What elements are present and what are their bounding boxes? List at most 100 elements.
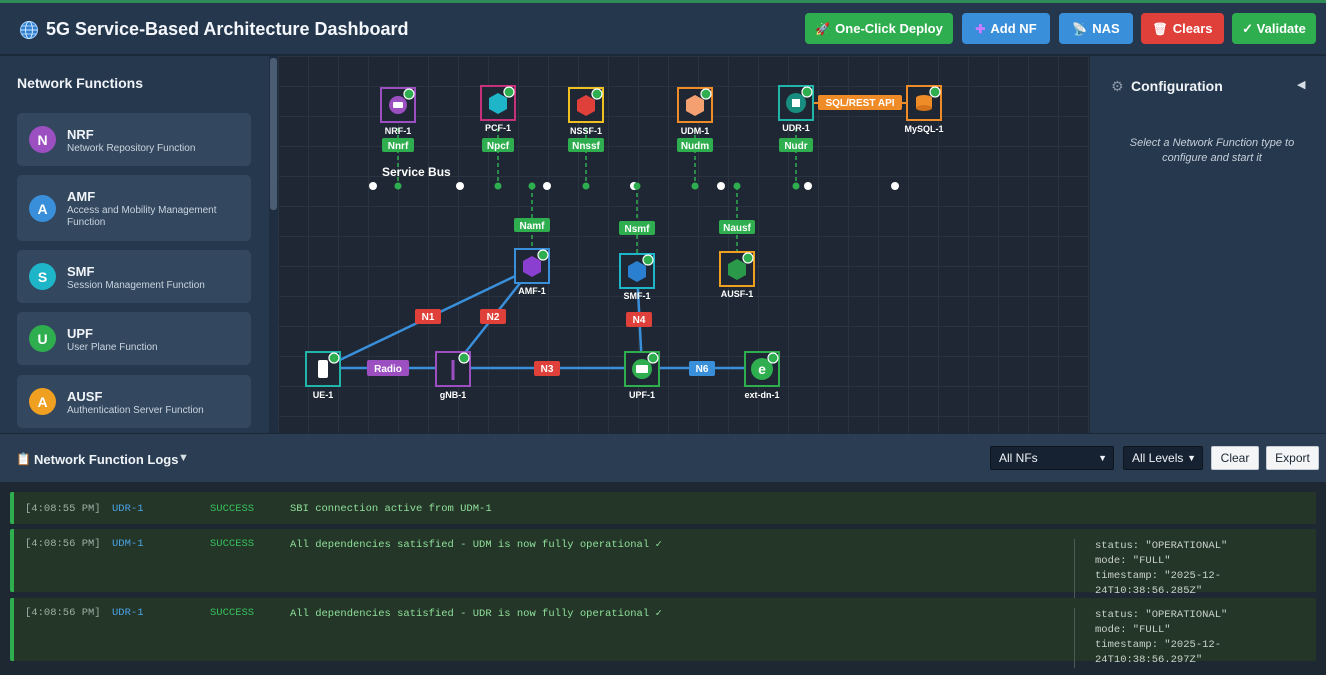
- n6-interface-tag: [689, 361, 715, 376]
- n4-interface-tag: [626, 312, 652, 327]
- sidebar-item-nrf[interactable]: N NRF Network Repository Function: [17, 113, 251, 166]
- log-nf: UDM-1: [112, 538, 144, 550]
- node-ue-1[interactable]: UE-1: [305, 351, 341, 400]
- smf-status-dot: [642, 254, 654, 266]
- log-meta-mode: mode: "FULL": [1095, 624, 1171, 636]
- nnssf-interface-tag: [568, 138, 604, 152]
- udr-node-label: UDR-1: [782, 123, 810, 133]
- trash-icon: 🗑: [1152, 21, 1168, 36]
- log-level: SUCCESS: [210, 503, 255, 515]
- node-gnb-1[interactable]: gNB-1: [435, 351, 471, 400]
- ausf-cube-icon: [728, 259, 746, 280]
- sidebar-item-ausf[interactable]: A AUSF Authentication Server Function: [17, 375, 251, 428]
- udm-status-dot: [700, 88, 712, 100]
- ausf-status-dot: [742, 252, 754, 264]
- log-entry: [4:08:55 PM] UDR-1 SUCCESS SBI connectio…: [10, 492, 1316, 524]
- nf-filter-select[interactable]: All NFs ▼: [990, 446, 1114, 470]
- one-click-deploy-button[interactable]: 🚀 One-Click Deploy: [805, 13, 953, 44]
- node-upf-1[interactable]: UPF-1: [624, 351, 660, 400]
- radio-interface-tag: [367, 360, 409, 376]
- level-filter-value: All Levels: [1132, 451, 1184, 465]
- plus-icon: ✚: [975, 21, 986, 36]
- log-entry: [4:08:56 PM] UDM-1 SUCCESS All dependenc…: [10, 529, 1316, 599]
- nsmf-interface-tag: [619, 221, 655, 235]
- nf-description: User Plane Function: [67, 342, 158, 353]
- clears-button[interactable]: 🗑 Clears: [1141, 13, 1224, 44]
- log-meta-timestamp: timestamp: "2025-12-24T10:38:56.297Z": [1095, 639, 1222, 666]
- node-mysql-1[interactable]: MySQL-1: [904, 85, 944, 134]
- n6-label: N6: [696, 364, 709, 375]
- log-meta-status: status: "OPERATIONAL": [1095, 540, 1228, 552]
- sidebar-scrollbar[interactable]: [269, 56, 278, 433]
- mysql-database-base: [916, 105, 932, 111]
- nnssf-label: Nnssf: [572, 141, 600, 152]
- chevron-down-icon[interactable]: ▼: [178, 452, 189, 464]
- node-nssf-1[interactable]: NSSF-1: [568, 87, 604, 136]
- nssf-node-label: NSSF-1: [570, 126, 602, 136]
- nf-description: Session Management Function: [67, 280, 205, 291]
- nudr-interface-tag: [779, 138, 813, 152]
- validate-button[interactable]: ✓ Validate: [1232, 13, 1316, 44]
- log-meta-timestamp: timestamp: "2025-12-24T10:38:56.285Z": [1095, 570, 1222, 597]
- node-udr-1[interactable]: UDR-1: [778, 85, 814, 133]
- nf-description: Authentication Server Function: [67, 405, 204, 416]
- nas-label: NAS: [1092, 21, 1120, 36]
- udr-status-dot: [801, 86, 813, 98]
- sidebar-item-amf[interactable]: A AMF Access and Mobility Management Fun…: [17, 175, 251, 241]
- pcf-node-label: PCF-1: [485, 123, 511, 133]
- upf-node-label: UPF-1: [629, 390, 655, 400]
- export-logs-button[interactable]: Export: [1266, 446, 1319, 470]
- sidebar-item-upf[interactable]: U UPF User Plane Function: [17, 312, 251, 365]
- log-meta-status: status: "OPERATIONAL": [1095, 609, 1228, 621]
- topology-diagram: Service Bus Nnrf Npcf Nnssf Nudm Nudr Na…: [305, 85, 944, 400]
- sbi-links-top: [397, 128, 797, 254]
- namf-label: Namf: [519, 221, 545, 232]
- nf-description: Network Repository Function: [67, 143, 196, 154]
- nausf-label: Nausf: [723, 223, 751, 234]
- node-ext-dn-1[interactable]: e ext-dn-1: [744, 351, 780, 400]
- configuration-hint: Select a Network Function type to config…: [1129, 137, 1295, 164]
- udm-cube-icon: [686, 95, 704, 116]
- globe-icon: [20, 21, 38, 39]
- add-nf-button[interactable]: ✚ Add NF: [962, 13, 1050, 44]
- namf-interface-tag: [514, 218, 550, 232]
- chevron-down-icon: ▼: [1098, 453, 1107, 463]
- clear-logs-button[interactable]: Clear: [1211, 446, 1259, 470]
- satellite-icon: 📡: [1072, 21, 1088, 36]
- log-entry: [4:08:56 PM] UDR-1 SUCCESS All dependenc…: [10, 598, 1316, 668]
- nnrf-interface-tag: [382, 138, 414, 152]
- node-nrf-1[interactable]: NRF-1: [380, 87, 416, 136]
- topology-canvas[interactable]: Service Bus Nnrf Npcf Nnssf Nudm Nudr Na…: [278, 56, 1090, 433]
- upf-badge: U: [29, 325, 56, 352]
- level-filter-select[interactable]: All Levels ▼: [1123, 446, 1203, 470]
- smf-cube-icon: [628, 261, 646, 282]
- node-udm-1[interactable]: UDM-1: [677, 87, 713, 136]
- node-amf-1[interactable]: AMF-1: [514, 248, 550, 296]
- node-smf-1[interactable]: SMF-1: [619, 253, 655, 301]
- node-pcf-1[interactable]: PCF-1: [480, 85, 516, 133]
- nas-button[interactable]: 📡 NAS: [1059, 13, 1133, 44]
- log-level: SUCCESS: [210, 538, 255, 550]
- nf-name: SMF: [67, 264, 95, 279]
- extdn-status-dot: [767, 352, 779, 364]
- extdn-node-label: ext-dn-1: [744, 390, 779, 400]
- sidebar-scrollbar-thumb[interactable]: [270, 58, 277, 210]
- nf-name: AUSF: [67, 389, 103, 404]
- logs-list[interactable]: [4:08:55 PM] UDR-1 SUCCESS SBI connectio…: [0, 482, 1326, 675]
- sidebar-title: Network Functions: [17, 75, 144, 91]
- log-time: [4:08:56 PM]: [25, 607, 101, 619]
- mysql-node-label: MySQL-1: [904, 124, 943, 134]
- collapse-panel-icon[interactable]: ◀: [1297, 79, 1306, 91]
- sidebar-item-smf[interactable]: S SMF Session Management Function: [17, 250, 251, 303]
- nf-description: Access and Mobility Management Function: [67, 205, 217, 228]
- sql-rest-api-tag: [818, 95, 902, 110]
- nf-name: AMF: [67, 189, 96, 204]
- logs-title: Network Function Logs: [34, 452, 179, 467]
- radio-label: Radio: [374, 364, 402, 375]
- node-ausf-1[interactable]: AUSF-1: [719, 251, 755, 299]
- nsmf-label: Nsmf: [624, 224, 650, 235]
- rocket-icon: 🚀: [815, 21, 831, 36]
- clipboard-icon: 📋: [16, 452, 31, 466]
- gnb-node-label: gNB-1: [440, 390, 467, 400]
- n3-interface-tag: [534, 361, 560, 376]
